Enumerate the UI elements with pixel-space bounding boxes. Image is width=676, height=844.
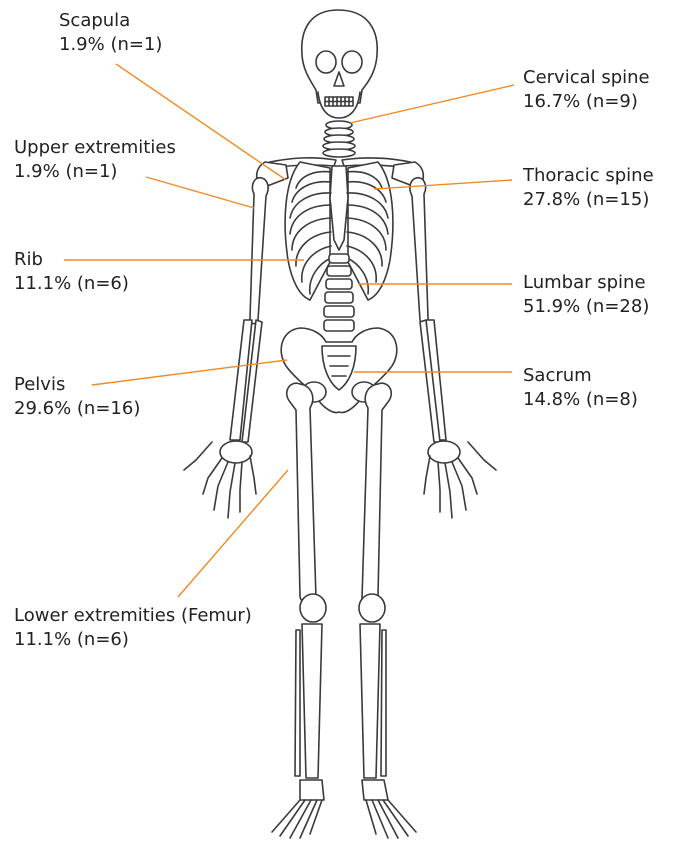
right-tibia bbox=[360, 624, 380, 778]
left-humerus bbox=[250, 178, 268, 324]
label-cervical-name: Cervical spine bbox=[523, 66, 650, 90]
label-lumbar-stat: 51.9% (n=28) bbox=[523, 295, 649, 319]
left-patella bbox=[300, 594, 326, 622]
right-foot bbox=[362, 780, 416, 838]
left-eye-socket bbox=[316, 51, 336, 73]
label-lower-name: Lower extremities (Femur) bbox=[14, 604, 252, 628]
leader-cervical bbox=[350, 85, 514, 123]
label-cervical-spine: Cervical spine 16.7% (n=9) bbox=[523, 66, 650, 114]
label-thoracic-stat: 27.8% (n=15) bbox=[523, 188, 654, 212]
leader-thoracic bbox=[374, 180, 512, 189]
label-sacrum-name: Sacrum bbox=[523, 364, 638, 388]
label-scapula: Scapula 1.9% (n=1) bbox=[59, 9, 162, 57]
label-upper-name: Upper extremities bbox=[14, 136, 176, 160]
label-rib-name: Rib bbox=[14, 248, 129, 272]
label-pelvis-name: Pelvis bbox=[14, 373, 140, 397]
label-pelvis: Pelvis 29.6% (n=16) bbox=[14, 373, 140, 421]
left-foot bbox=[272, 780, 324, 838]
lumbar-vertebrae bbox=[324, 254, 354, 331]
label-upper-stat: 1.9% (n=1) bbox=[14, 160, 176, 184]
label-scapula-name: Scapula bbox=[59, 9, 162, 33]
label-sacrum: Sacrum 14.8% (n=8) bbox=[523, 364, 638, 412]
label-rib: Rib 11.1% (n=6) bbox=[14, 248, 129, 296]
label-sacrum-stat: 14.8% (n=8) bbox=[523, 388, 638, 412]
label-thoracic-spine: Thoracic spine 27.8% (n=15) bbox=[523, 164, 654, 212]
label-thoracic-name: Thoracic spine bbox=[523, 164, 654, 188]
cervical-vertebrae bbox=[323, 121, 355, 157]
right-eye-socket bbox=[342, 51, 362, 73]
left-hand bbox=[184, 441, 256, 518]
leader-lower bbox=[178, 470, 288, 597]
right-humerus bbox=[410, 178, 428, 324]
label-cervical-stat: 16.7% (n=9) bbox=[523, 90, 650, 114]
label-rib-stat: 11.1% (n=6) bbox=[14, 272, 129, 296]
right-hand bbox=[424, 441, 496, 518]
left-femur bbox=[287, 383, 316, 603]
label-upper-extremities: Upper extremities 1.9% (n=1) bbox=[14, 136, 176, 184]
label-lumbar-name: Lumbar spine bbox=[523, 271, 649, 295]
right-femur bbox=[362, 383, 391, 603]
ribcage bbox=[285, 162, 330, 300]
skull bbox=[302, 10, 377, 103]
left-tibia bbox=[302, 624, 322, 778]
label-lower-extremities: Lower extremities (Femur) 11.1% (n=6) bbox=[14, 604, 252, 652]
sternum bbox=[330, 166, 348, 250]
label-scapula-stat: 1.9% (n=1) bbox=[59, 33, 162, 57]
label-pelvis-stat: 29.6% (n=16) bbox=[14, 397, 140, 421]
label-lumbar-spine: Lumbar spine 51.9% (n=28) bbox=[523, 271, 649, 319]
right-patella bbox=[359, 594, 385, 622]
label-lower-stat: 11.1% (n=6) bbox=[14, 628, 252, 652]
